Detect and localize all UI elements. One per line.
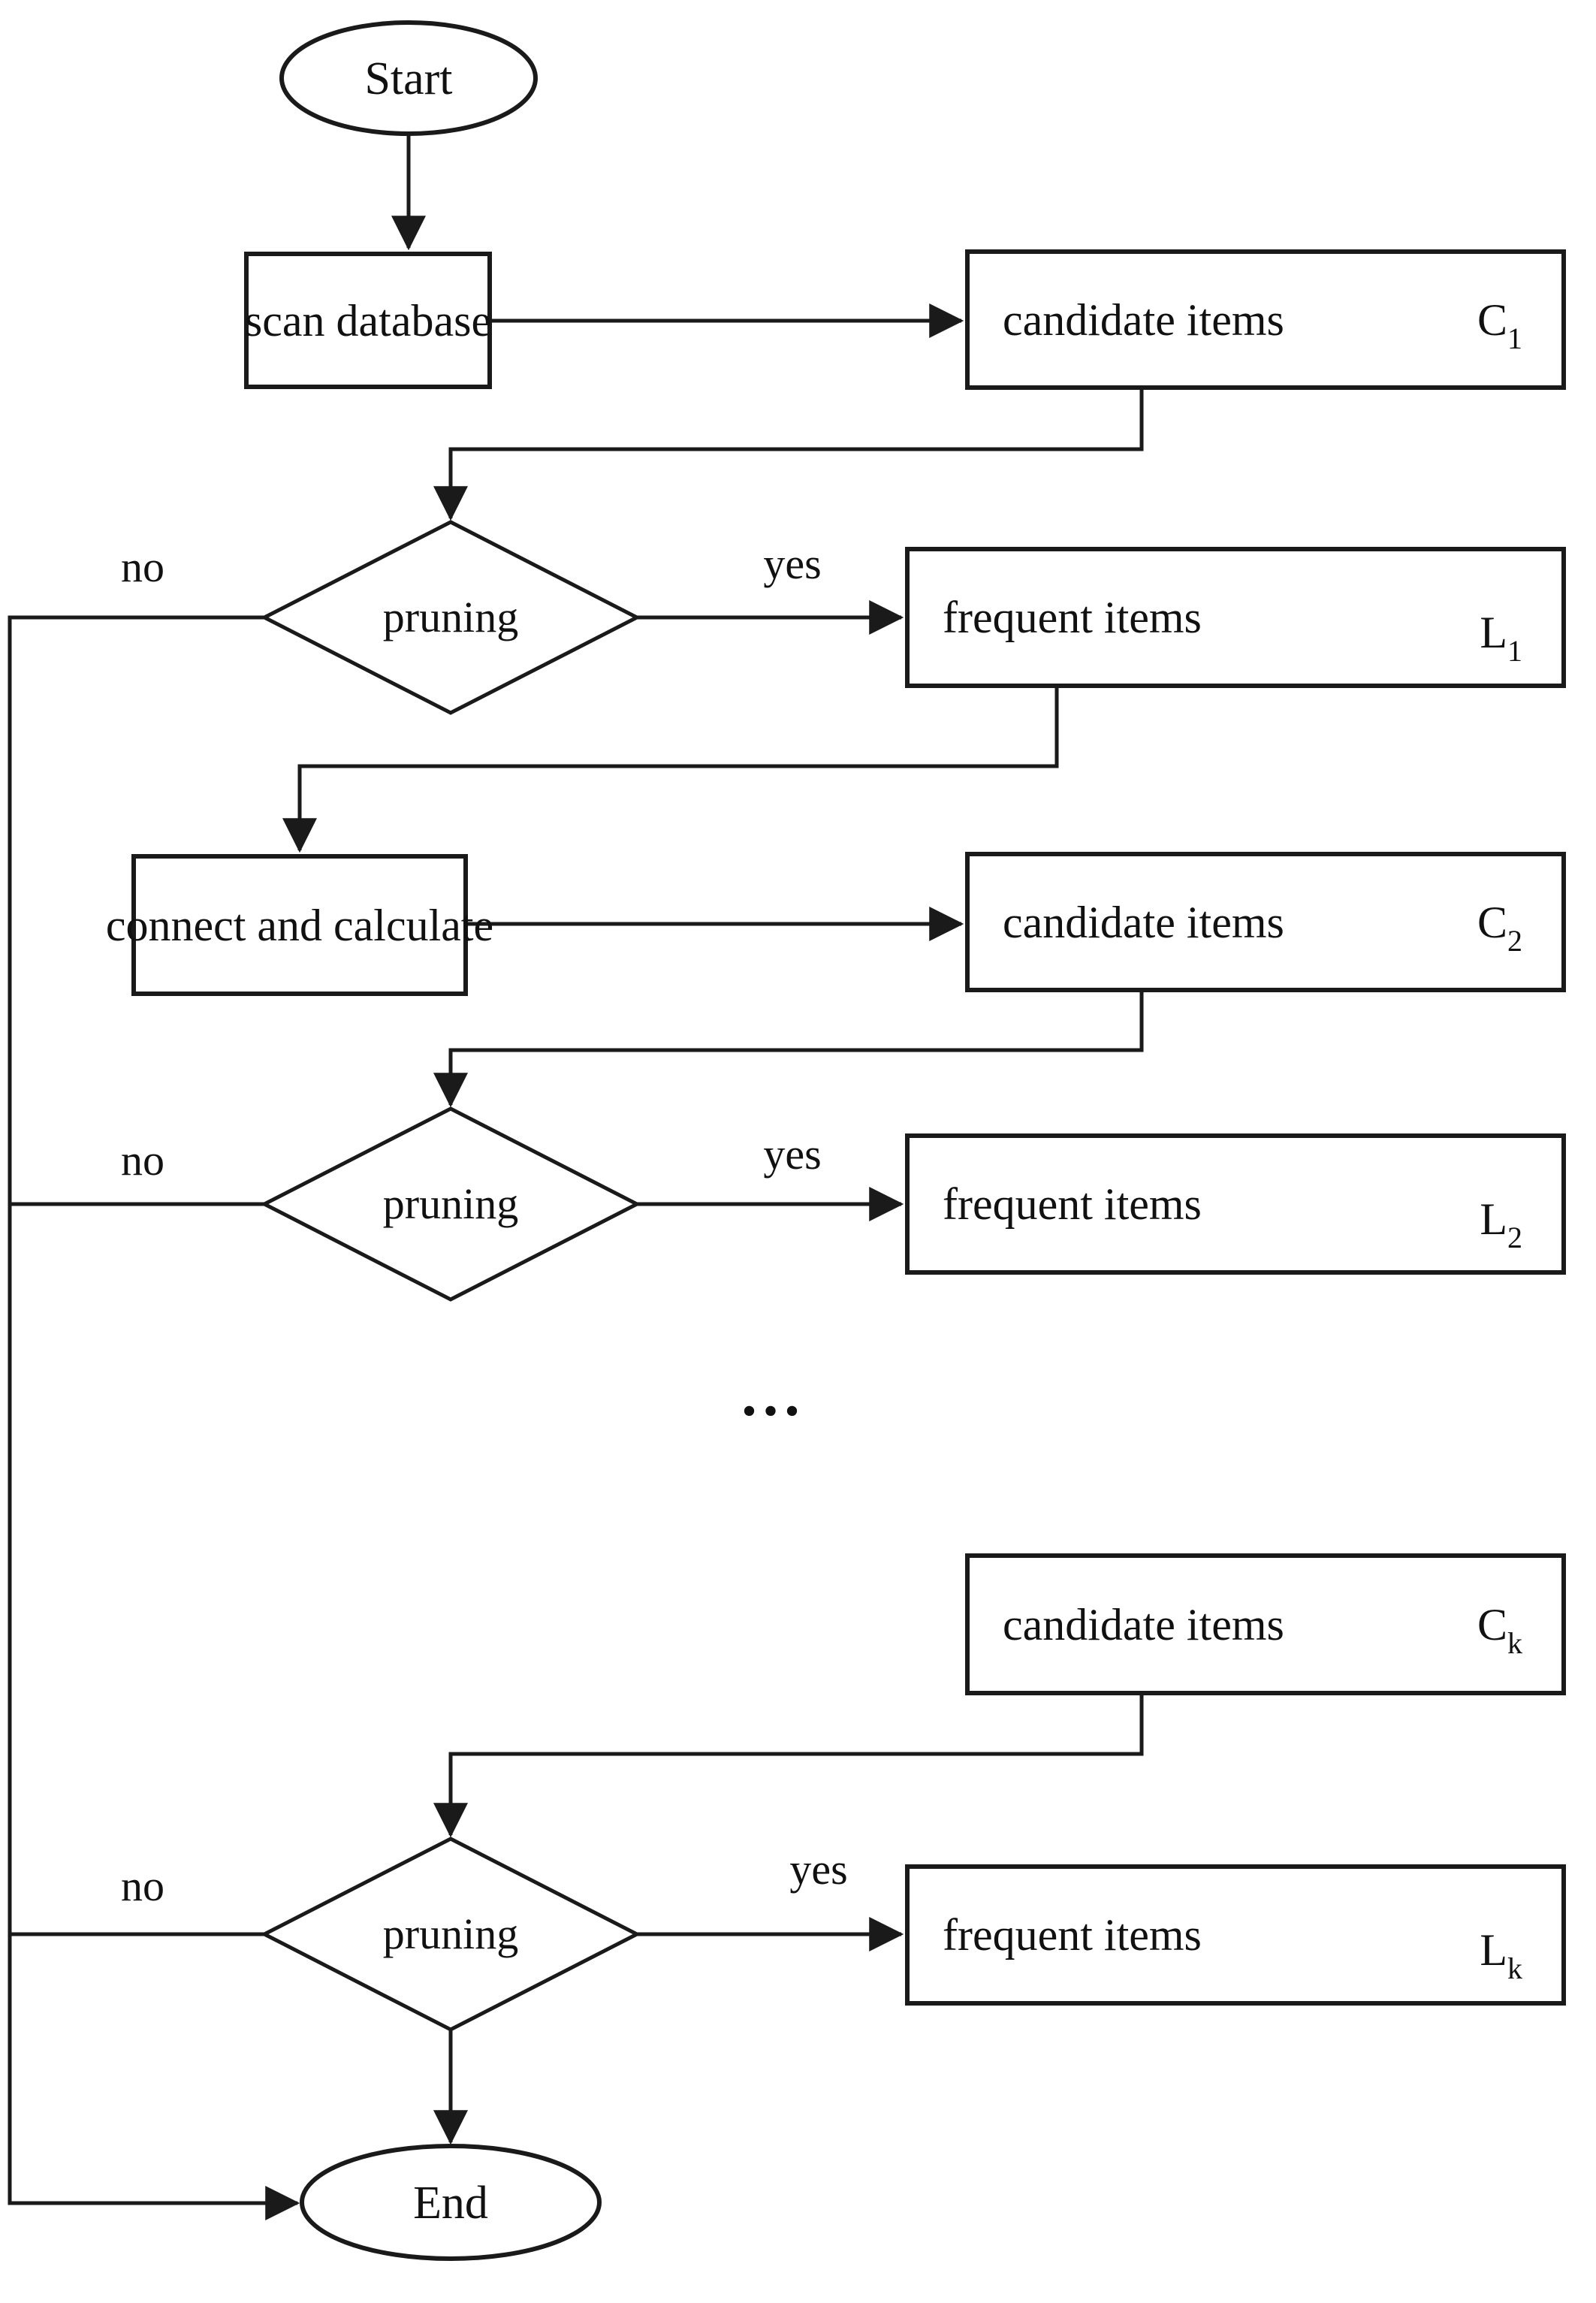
candidate-items-c2-symbol: C2: [1477, 897, 1522, 958]
candidate-items-ck-label: candidate items: [1003, 1599, 1284, 1650]
candidate-items-ck-box: candidate items Ck: [965, 1553, 1566, 1695]
pruning1-no-label: no: [121, 542, 164, 591]
pruning-diamond-2-label: pruning: [382, 1179, 519, 1228]
frequent-items-l2-label: frequent items: [943, 1179, 1202, 1229]
end-terminator-label: End: [413, 2178, 488, 2229]
candidate-items-c2-box: candidate items C2: [965, 852, 1566, 992]
frequent-items-lk-label: frequent items: [943, 1910, 1202, 1960]
edge-c2-to-pruning2: [433, 992, 1144, 1108]
frequent-items-lk-box: frequent items Lk: [905, 1864, 1566, 2006]
frequent-items-l2-box: frequent items L2: [905, 1133, 1566, 1275]
scan-database-label: scan database: [244, 295, 492, 346]
pruning2-no-label: no: [121, 1136, 164, 1185]
candidate-items-c1-symbol: C1: [1477, 294, 1522, 355]
edge-c1-to-pruning1: [433, 389, 1144, 521]
pruning1-yes-label: yes: [763, 539, 822, 588]
pruning3-yes-label: yes: [789, 1845, 848, 1894]
pruning-diamond-1-label: pruning: [382, 593, 519, 641]
candidate-items-c2-label: candidate items: [1003, 897, 1284, 947]
frequent-items-lk-symbol: Lk: [1480, 1925, 1522, 1985]
edge-no-return-to-end: [8, 615, 300, 2220]
edge-ck-to-pruning3: [433, 1695, 1144, 1838]
pruning-diamond-2-shape: [260, 1106, 641, 1302]
iteration-ellipsis: ...: [741, 1360, 806, 1429]
frequent-items-l2-symbol: L2: [1480, 1194, 1522, 1254]
frequent-items-l1-symbol: L1: [1480, 608, 1522, 668]
scan-database-box: scan database: [244, 252, 492, 389]
connect-and-calculate-label: connect and calculate: [105, 900, 494, 950]
pruning2-yes-label: yes: [763, 1130, 822, 1179]
end-terminator-shape: [300, 2144, 602, 2261]
edge-l1-to-connect: [282, 688, 1059, 853]
candidate-items-ck-symbol: Ck: [1477, 1599, 1522, 1660]
connect-and-calculate-box: connect and calculate: [106, 854, 493, 996]
pruning-diamond-1-shape: [260, 520, 641, 715]
frequent-items-l1-label: frequent items: [943, 593, 1202, 642]
start-terminator-label: Start: [364, 53, 453, 104]
candidate-items-c1-label: candidate items: [1003, 294, 1284, 345]
candidate-items-c1-box: candidate items C1: [965, 249, 1566, 390]
frequent-items-l1-box: frequent items L1: [905, 547, 1566, 688]
pruning-diamond-3-label: pruning: [382, 1909, 519, 1958]
pruning3-no-label: no: [121, 1861, 164, 1910]
